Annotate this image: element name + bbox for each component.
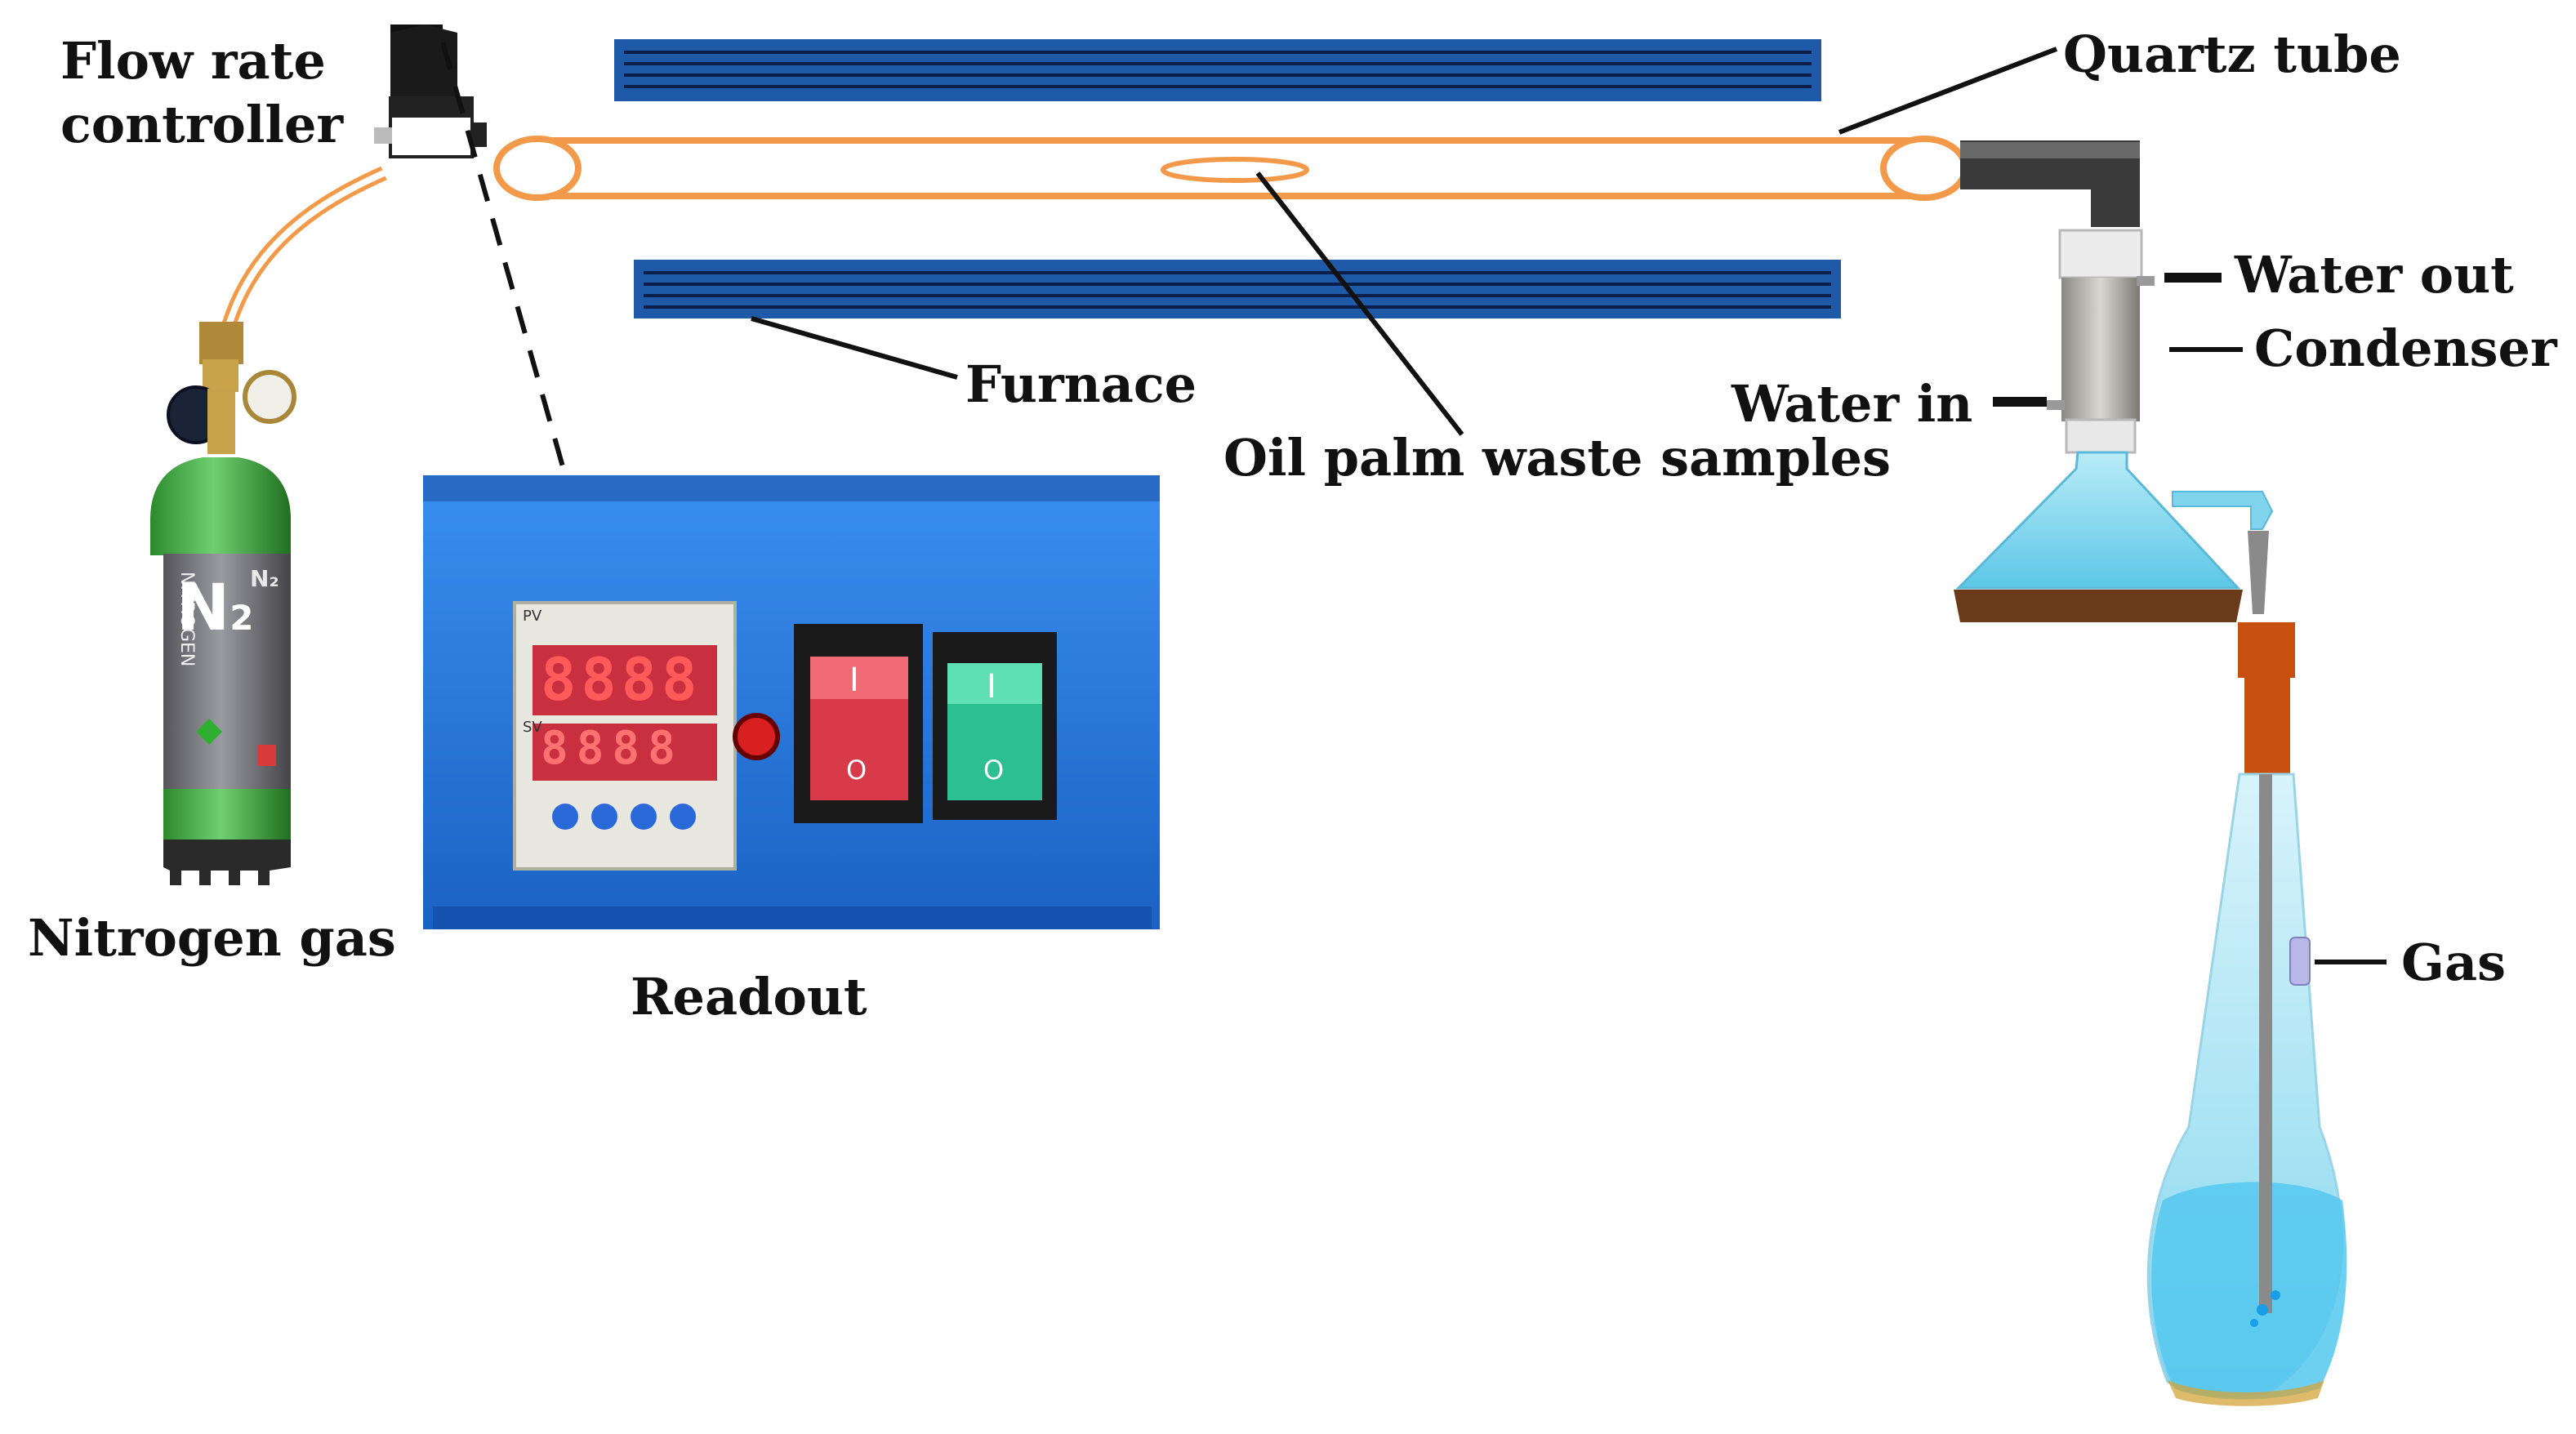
oil-palm-waste-samples-label: Oil palm waste samples bbox=[1223, 428, 1892, 488]
flow-rate-controller-label-line1: Flow rate bbox=[60, 31, 326, 91]
water-out-label: Water out bbox=[2235, 245, 2514, 305]
water-in-label: Water in bbox=[1731, 374, 1973, 434]
cylinder-symbol-subscript: 2 bbox=[230, 598, 254, 638]
flow-controller-device bbox=[374, 24, 487, 158]
red-switch-on-mark: I bbox=[849, 661, 859, 699]
flow-rate-controller-label-line2: controller bbox=[60, 95, 344, 154]
green-switch-on-mark: I bbox=[987, 668, 996, 706]
condenser bbox=[2047, 229, 2155, 454]
quartz-tube-label: Quartz tube bbox=[2063, 24, 2401, 84]
condenser-label: Condenser bbox=[2254, 318, 2557, 378]
outlet-elbow bbox=[1960, 140, 2140, 227]
pv-tag: PV bbox=[523, 608, 542, 625]
nitrogen-gas-label: Nitrogen gas bbox=[28, 908, 396, 968]
sv-display: 8888 bbox=[541, 722, 684, 775]
collection-bottle bbox=[2146, 622, 2347, 1406]
furnace-bottom-element bbox=[634, 260, 1841, 318]
gas-label: Gas bbox=[2401, 933, 2507, 992]
cylinder-symbol-letter: N bbox=[176, 572, 230, 645]
furnace-label: Furnace bbox=[965, 354, 1197, 414]
receiving-flask bbox=[1954, 451, 2274, 622]
nitrogen-cylinder bbox=[150, 322, 296, 885]
red-switch-off-mark: O bbox=[846, 755, 867, 786]
sample-boat bbox=[1161, 157, 1309, 183]
pv-display: 8888 bbox=[541, 645, 702, 714]
sv-tag: SV bbox=[523, 719, 542, 736]
readout-label: Readout bbox=[631, 967, 867, 1027]
cylinder-small-symbol: N₂ bbox=[250, 565, 279, 592]
readout-box bbox=[423, 475, 1160, 929]
cylinder-symbol: N2 bbox=[176, 577, 254, 640]
furnace-top-element bbox=[614, 39, 1821, 101]
quartz-tube bbox=[493, 136, 1968, 201]
green-switch-off-mark: O bbox=[983, 755, 1005, 786]
cylinder-side-label: NITROGEN bbox=[176, 572, 197, 667]
leader-lines bbox=[440, 42, 2387, 964]
